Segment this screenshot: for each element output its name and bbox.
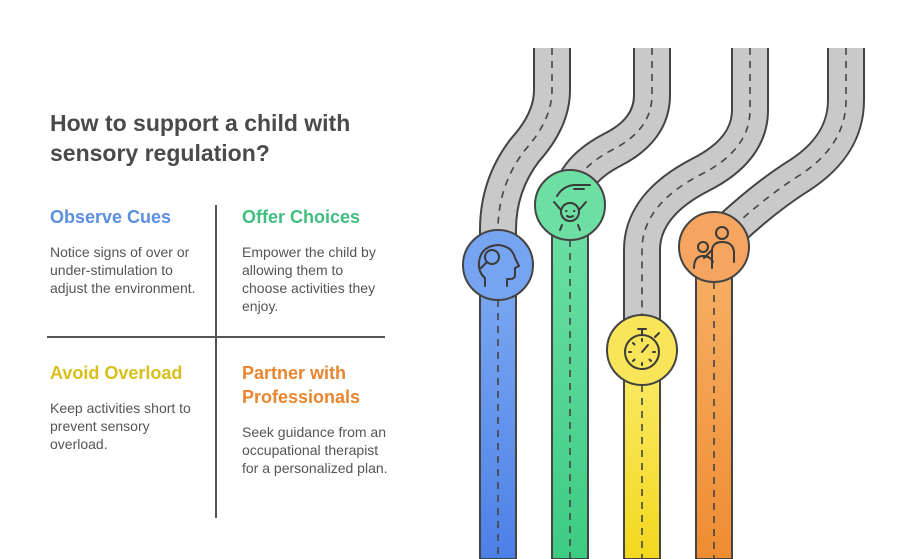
partner-circle bbox=[678, 211, 750, 283]
card-text: Seek guidance from an occupational thera… bbox=[242, 424, 388, 476]
card-text: Keep activities short to prevent sensory… bbox=[50, 400, 191, 452]
card-avoid-overload: Avoid Overload Keep activities short to … bbox=[50, 361, 200, 453]
quadrant-divider-horizontal bbox=[47, 336, 385, 338]
green-pillar bbox=[551, 204, 589, 559]
stopwatch-icon bbox=[624, 328, 660, 370]
card-partner-with-professionals: Partner with Professionals Seek guidance… bbox=[242, 361, 392, 477]
card-heading: Offer Choices bbox=[242, 207, 361, 227]
card-observe-cues: Observe Cues Notice signs of over or und… bbox=[50, 205, 200, 297]
blue-pillar bbox=[479, 264, 517, 559]
page-title: How to support a child with sensory regu… bbox=[50, 110, 351, 166]
card-text: Notice signs of over or under-stimulatio… bbox=[50, 244, 196, 296]
head-magnifier-icon bbox=[477, 244, 520, 287]
card-text: Empower the child by allowing them to ch… bbox=[242, 244, 376, 314]
overload-circle bbox=[606, 314, 678, 386]
choices-circle bbox=[534, 169, 606, 241]
quadrant-divider-vertical bbox=[215, 205, 217, 518]
card-heading: Partner with Professionals bbox=[242, 363, 361, 407]
observe-circle bbox=[462, 229, 534, 301]
gray-road-1 bbox=[479, 48, 571, 265]
orange-pillar bbox=[695, 244, 733, 559]
gray-road-4 bbox=[700, 48, 865, 259]
card-offer-choices: Offer Choices Empower the child by allow… bbox=[242, 205, 392, 315]
hand-over-child-icon bbox=[553, 184, 591, 231]
card-heading: Avoid Overload bbox=[50, 363, 183, 383]
adult-child-icon bbox=[693, 226, 735, 269]
card-heading: Observe Cues bbox=[50, 207, 172, 227]
gray-road-3 bbox=[623, 48, 769, 350]
